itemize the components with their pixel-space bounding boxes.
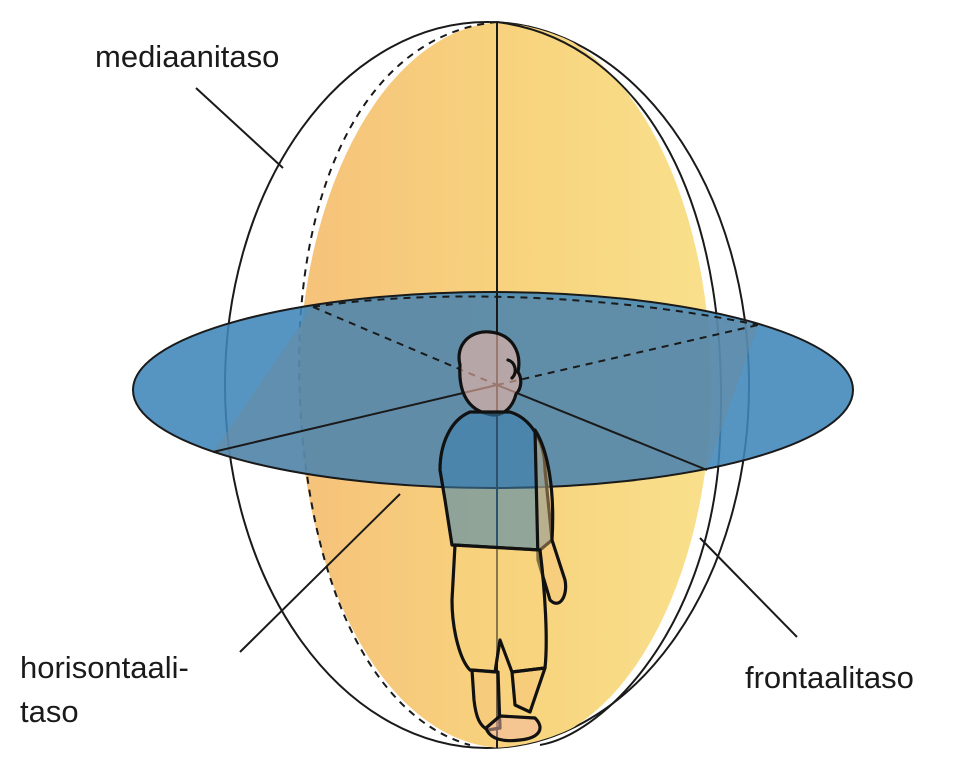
median-plane-label: mediaanitaso: [95, 39, 279, 74]
horizontal-plane-leader: [239, 493, 401, 653]
person-figure-icon: [438, 330, 568, 743]
median-plane-leader: [195, 87, 284, 169]
horizontal-plane-label-line2: taso: [20, 694, 79, 729]
frontal-plane-leader: [699, 537, 798, 638]
plane-intersection-lines: [212, 295, 759, 471]
frontal-plane-label: frontaalitaso: [745, 660, 914, 695]
horizontal-plane-label-line1: horisontaali-: [20, 650, 189, 685]
